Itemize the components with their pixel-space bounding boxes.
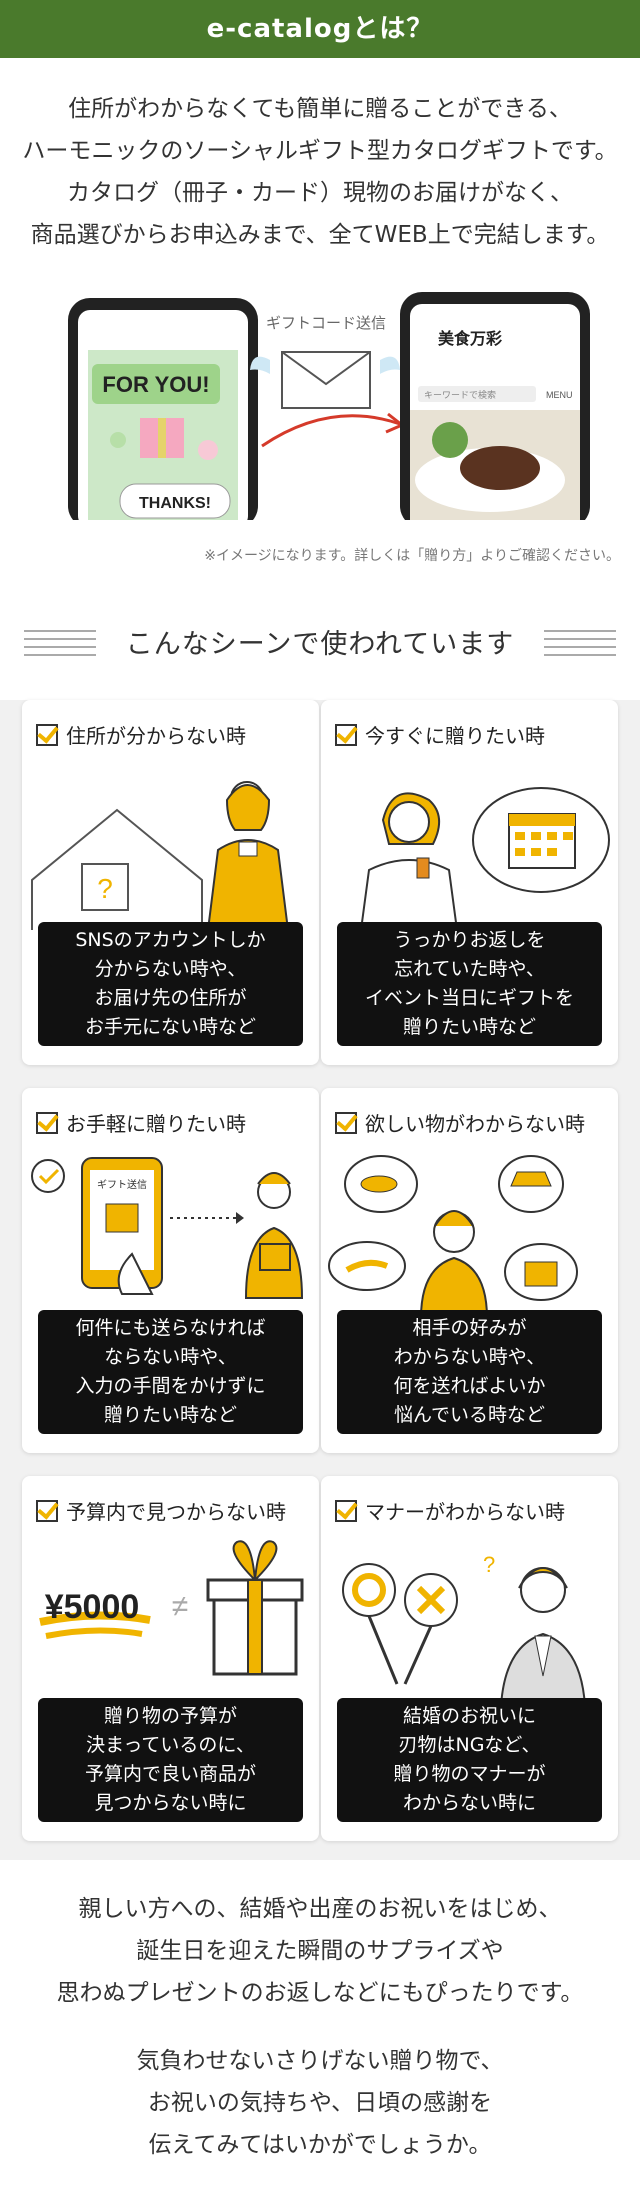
budget-illustration: ¥5000 ≠ [39,1540,304,1676]
card-description: 何件にも送らなければ ならない時や、 入力の手間をかけずに 贈りたい時など [38,1310,303,1434]
thanks-text: THANKS! [139,495,211,512]
checkbox-icon [335,723,357,746]
receiver-phone: 美食万彩 キーワードで検索 MENU [400,292,590,520]
checkbox-icon [335,1499,357,1522]
scene-card: 今すぐに贈りたい時 うっかりお返しを 忘れていた時や、 イベント当日にギフトを … [321,700,618,1065]
checkbox-icon [36,1111,58,1134]
manners-illustration: ? [342,1552,587,1706]
intro-line: 商品選びからお申込みまで、全てWEB上で完結します。 [30,222,610,248]
card-description: 贈り物の予算が 決まっているのに、 予算内で良い商品が 見つからない時に [38,1698,303,1822]
heading-decoration [544,630,616,662]
card-description: うっかりお返しを 忘れていた時や、 イベント当日にギフトを 贈りたい時など [337,922,602,1046]
house-question-illustration: ? [31,781,290,930]
card-description: 相手の好みが わからない時や、 何を送ればよいか 悩んでいる時など [337,1310,602,1434]
scene-heading: こんなシーンで使われています [0,618,640,672]
intro-line: ハーモニックのソーシャルギフト型カタログギフトです。 [22,138,618,164]
page-header: e-catalogとは？ [0,0,640,58]
card-description: 結婚のお祝いに 刃物はNGなど、 贈り物のマナーが わからない時に [337,1698,602,1822]
scene-card: 欲しい物がわからない時 相手の好みが わからない時や、 何を送ればよいか 悩んで… [321,1088,618,1453]
sender-phone: FOR YOU! THANKS! [68,298,258,520]
budget-amount: ¥5000 [45,1588,140,1626]
intro-line: 住所がわからなくても簡単に贈ることができる、 [68,96,572,122]
outro-paragraph: 親しい方への、結婚や出産のお祝いをはじめ、 誕生日を迎えた瞬間のサプライズや 思… [56,1896,584,2006]
svg-text:?: ? [97,873,113,904]
svg-text:≠: ≠ [172,1590,188,1623]
heading-decoration [24,630,96,662]
calendar-illustration [359,787,610,930]
scene-card: 予算内で見つからない時 ¥5000 ≠ 贈り物の予算が 決まっているのに、 予算… [22,1476,319,1841]
image-note: ※イメージになります。詳しくは「贈り方」よりご確認ください。 [204,548,620,564]
intro-line: カタログ（冊子・カード）現物のお届けがなく、 [67,180,573,206]
scene-card: マナーがわからない時 ? 結婚のお祝いに 刃物はNGなど、 贈り物のマナーが わ… [321,1476,618,1841]
card-title: お手軽に贈りたい時 [66,1112,246,1136]
checkbox-icon [335,1111,357,1134]
card-title: 予算内で見つからない時 [66,1500,286,1524]
outro-paragraph: 気負わせないさりげない贈り物で、 お祝いの気持ちや、日頃の感謝を 伝えてみてはい… [136,2048,504,2158]
checkbox-icon [36,1499,58,1522]
brand-text: 美食万彩 [438,329,502,348]
scene-grid: 住所が分からない時 ? SNSのアカウントしか 分からない時や、 お届け先の住所… [0,700,640,1860]
scene-card: 住所が分からない時 ? SNSのアカウントしか 分からない時や、 お届け先の住所… [22,700,319,1065]
scene-card: お手軽に贈りたい時 ギフト送信 何件にも送らなければ ならない時や、 入力の手間… [22,1088,319,1453]
intro-text: 住所がわからなくても簡単に贈ることができる、 ハーモニックのソーシャルギフト型カ… [0,88,640,256]
send-arrow [261,414,401,448]
card-description: SNSのアカウントしか 分からない時や、 お届け先の住所が お手元にない時など [38,922,303,1046]
search-placeholder: キーワードで検索 [424,389,496,400]
card-title: マナーがわからない時 [365,1500,565,1524]
checkbox-icon [36,723,58,746]
gift-send-label: ギフト送信 [97,1178,147,1191]
gift-options-illustration [328,1155,578,1318]
for-you-text: FOR YOU! [102,372,209,397]
send-label: ギフトコード送信 [266,315,386,332]
card-title: 今すぐに贈りたい時 [365,724,545,748]
card-title: 住所が分からない時 [66,724,246,748]
gift-phone-illustration: ギフト送信 [31,1157,304,1299]
scene-title: こんなシーンで使われています [125,629,515,660]
envelope-icon [250,351,400,409]
gift-send-illustration: FOR YOU! THANKS! ギフトコード送信 美食万彩 キーワードで検索 … [68,292,590,520]
card-title: 欲しい物がわからない時 [365,1112,585,1136]
svg-text:?: ? [483,1552,495,1577]
menu-text: MENU [546,390,573,400]
header-title: e-catalogとは？ [206,14,434,44]
